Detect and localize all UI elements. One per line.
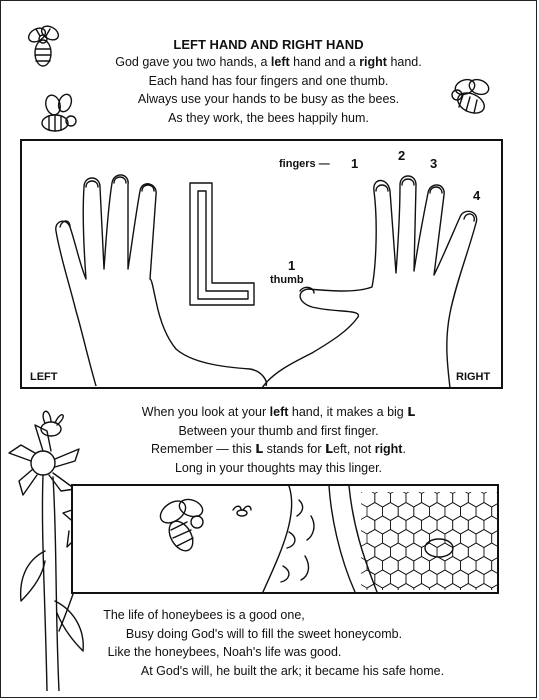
verse-1-line-4: As they work, the bees happily hum. xyxy=(168,110,369,125)
big-letter-l xyxy=(189,182,255,306)
thumb-number: 1 xyxy=(288,258,296,273)
finger-number-3: 3 xyxy=(430,156,438,171)
left-hand-icon xyxy=(55,174,268,386)
bee-icon xyxy=(159,498,204,552)
bee-icon xyxy=(232,505,252,517)
finger-number-1: 1 xyxy=(351,156,359,171)
bee-icon xyxy=(451,78,490,114)
verse-3-line-1: The life of honeybees is a good one, xyxy=(103,608,305,622)
verse-2-line-2: Between your thumb and first finger. xyxy=(178,423,379,438)
verse-2: When you look at your left hand, it make… xyxy=(21,403,536,477)
right-hand-icon xyxy=(262,175,478,388)
verse-1-line-3: Always use your hands to be busy as the … xyxy=(137,92,400,106)
hands-illustration-box: fingers — 1 2 3 4 1 thumb LEFT RIGHT xyxy=(20,139,503,389)
thumb-label: thumb xyxy=(270,274,304,286)
honeycomb-icon xyxy=(361,492,497,590)
verse-3: The life of honeybees is a good one, Bus… xyxy=(17,606,536,680)
verse-3-line-2: Busy doing God's will to fill the sweet … xyxy=(125,626,403,641)
bee-scene-box xyxy=(71,484,499,594)
verse-2-line-4: Long in your thoughts may this linger. xyxy=(174,460,383,475)
verse-1-line-1: God gave you two hands, a left hand and … xyxy=(115,55,422,69)
verse-1-line-2: Each hand has four fingers and one thumb… xyxy=(148,73,389,88)
finger-number-4: 4 xyxy=(473,188,481,203)
verse-3-line-3: Like the honeybees, Noah's life was good… xyxy=(107,645,342,659)
bee-icon xyxy=(27,25,60,67)
verse-3-line-4: At God's will, he built the ark; it beca… xyxy=(140,663,445,678)
finger-number-2: 2 xyxy=(398,148,406,163)
verse-2-line-3: Remember — this L stands for Left, not r… xyxy=(151,441,406,456)
verse-2-line-1: When you look at your left hand, it make… xyxy=(141,404,416,419)
right-label: RIGHT xyxy=(456,371,491,383)
left-label: LEFT xyxy=(30,371,58,383)
fingers-label: fingers — xyxy=(279,158,330,170)
verse-1: God gave you two hands, a left hand and … xyxy=(1,53,536,127)
tree-trunk-icon xyxy=(262,486,378,592)
page-title: LEFT HAND AND RIGHT HAND xyxy=(173,37,364,52)
bee-icon xyxy=(41,93,77,132)
